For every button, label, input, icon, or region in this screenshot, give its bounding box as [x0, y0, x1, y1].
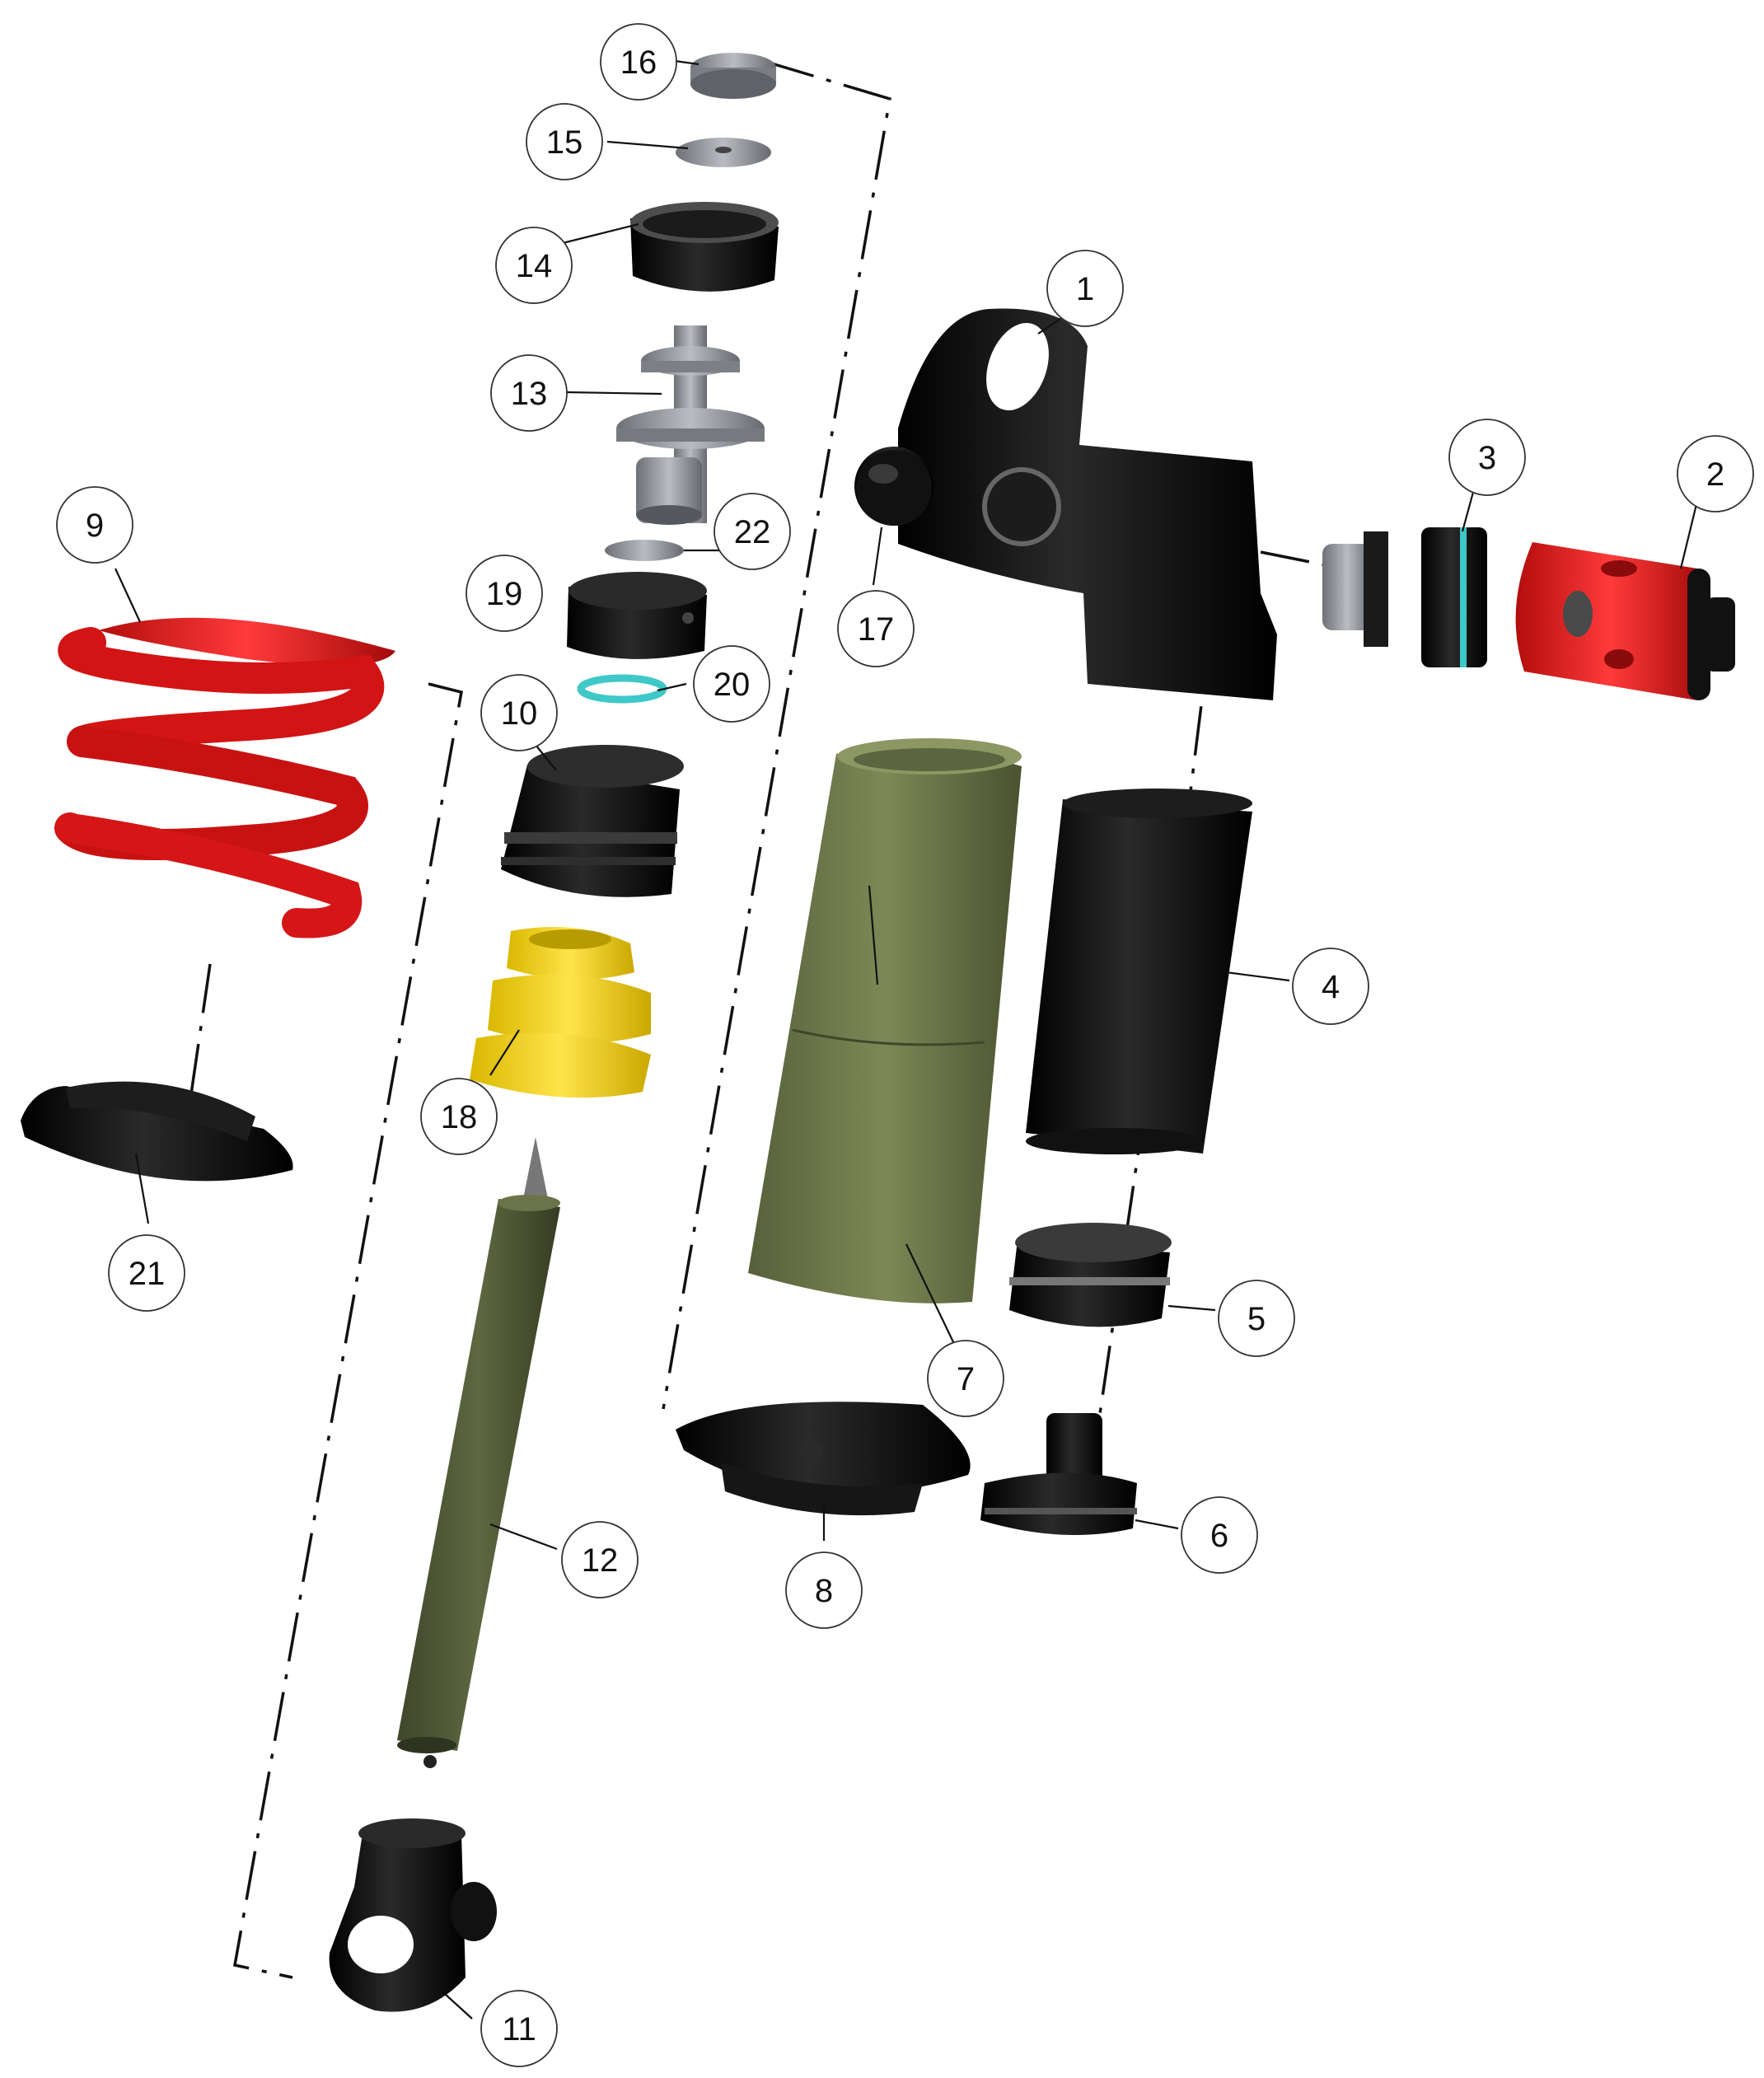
leader-lines	[115, 59, 1699, 2019]
callout-2: 2	[1677, 435, 1754, 512]
svg-text:13: 13	[511, 376, 548, 412]
callout-1: 1	[1046, 250, 1124, 327]
callout-17: 17	[837, 590, 915, 667]
part-21-spring-seat	[21, 1081, 293, 1182]
part-11-lower-eyelet	[329, 1818, 497, 2012]
svg-text:3: 3	[1478, 440, 1496, 476]
part-2-reservoir-cap	[1515, 542, 1735, 700]
part-6-seal-head	[980, 1413, 1137, 1535]
part-13-shaft	[616, 325, 765, 525]
callout-9: 9	[56, 486, 133, 564]
callout-14: 14	[495, 227, 573, 304]
part-7-stanchion	[748, 738, 1022, 1303]
svg-text:7: 7	[957, 1361, 975, 1397]
svg-text:14: 14	[516, 248, 553, 284]
part-14-ring	[630, 202, 779, 292]
callout-16: 16	[600, 23, 677, 101]
svg-text:22: 22	[734, 514, 771, 550]
svg-text:12: 12	[582, 1542, 619, 1579]
callout-19: 19	[466, 555, 543, 632]
svg-text:9: 9	[86, 508, 104, 544]
callout-13: 13	[490, 354, 568, 432]
svg-text:15: 15	[546, 124, 583, 161]
svg-text:21: 21	[129, 1256, 166, 1292]
callout-18: 18	[420, 1078, 498, 1155]
svg-text:6: 6	[1210, 1518, 1228, 1554]
svg-text:17: 17	[858, 611, 895, 648]
part-4-air-sleeve	[1026, 789, 1252, 1154]
part-16-nut	[690, 53, 776, 99]
callout-15: 15	[526, 103, 603, 180]
svg-text:11: 11	[502, 2011, 536, 2048]
svg-text:16: 16	[620, 44, 657, 81]
callout-4: 4	[1292, 948, 1369, 1025]
callout-5: 5	[1218, 1280, 1295, 1357]
callout-6: 6	[1181, 1496, 1258, 1574]
svg-text:1: 1	[1076, 271, 1094, 307]
svg-text:20: 20	[714, 667, 751, 703]
callout-22: 22	[714, 493, 791, 570]
callout-11: 11	[480, 1990, 558, 2067]
part-8-lower-cap	[676, 1402, 971, 1516]
svg-text:4: 4	[1322, 969, 1340, 1005]
callout-21: 21	[108, 1234, 185, 1312]
callout-7: 7	[927, 1340, 1004, 1417]
part-19-cylinder	[567, 572, 707, 659]
callout-20: 20	[693, 645, 770, 723]
part-18-bump-stop	[470, 927, 651, 1098]
callout-12: 12	[561, 1521, 639, 1598]
part-12-damper-rod	[397, 1137, 560, 1768]
svg-text:5: 5	[1247, 1301, 1266, 1337]
callout-3: 3	[1448, 419, 1526, 496]
part-9-coil-spring	[54, 617, 395, 938]
svg-text:8: 8	[815, 1573, 833, 1609]
part-10-piston	[501, 745, 684, 897]
callout-8: 8	[785, 1551, 863, 1629]
part-17-adjuster-knob	[856, 450, 932, 526]
part-20-oring	[577, 674, 667, 704]
part-15-washer	[676, 138, 771, 167]
part-3-valve-stack	[1322, 527, 1487, 667]
part-22-washer	[605, 540, 684, 561]
part-5-piston-seals	[1009, 1223, 1172, 1327]
svg-text:18: 18	[441, 1099, 478, 1135]
callout-10: 10	[480, 674, 558, 751]
svg-text:10: 10	[501, 695, 538, 732]
svg-text:2: 2	[1706, 456, 1724, 493]
svg-text:19: 19	[486, 576, 523, 612]
